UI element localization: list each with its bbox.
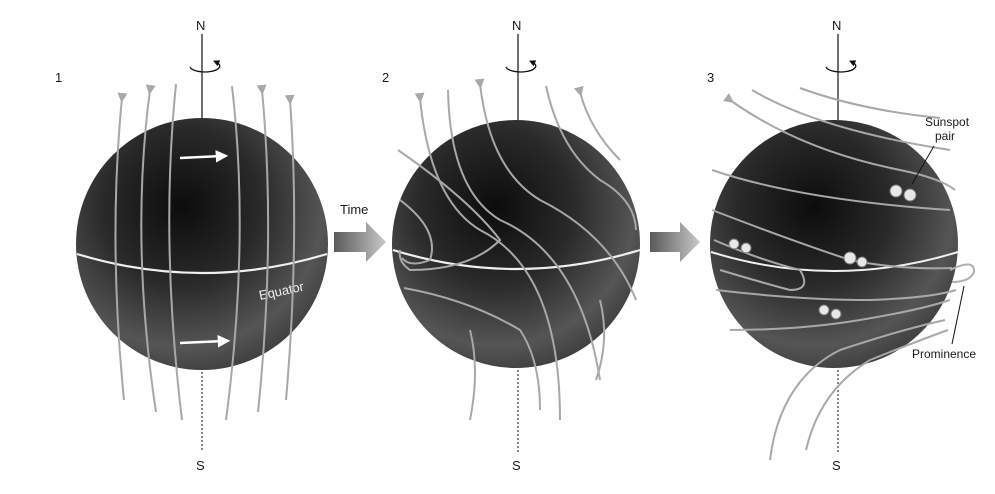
panel-2-sun-sphere: [392, 120, 640, 368]
prominence-leader-line: [952, 286, 964, 344]
time-label: Time: [340, 202, 368, 217]
prominence-label: Prominence: [912, 347, 976, 361]
panel-3-north-label: N: [832, 18, 841, 33]
sunspot-pair-label-line2: pair: [935, 129, 955, 143]
panel-2-number: 2: [382, 70, 389, 85]
panel-2-rotation-arrow: [506, 62, 536, 72]
sunspot-pair-label-line1: Sunspot: [925, 115, 970, 129]
time-arrow-2: [650, 222, 700, 262]
panel-1-rotation-arrow: [190, 62, 220, 72]
time-arrow: Time: [334, 202, 386, 262]
time-arrow-2-shape: [650, 222, 700, 262]
panel-1-number: 1: [55, 70, 62, 85]
panel-2-south-label: S: [512, 458, 521, 473]
panel-3: 3 N S Sunspot p: [707, 18, 976, 473]
panel-2-north-label: N: [512, 18, 521, 33]
panel-2: 2 N S: [382, 18, 640, 473]
panel-3-south-label: S: [832, 458, 841, 473]
panel-1: 1 N S Equator: [55, 18, 328, 473]
panel-1-south-label: S: [196, 458, 205, 473]
time-arrow-shape: [334, 222, 386, 262]
panel-3-number: 3: [707, 70, 714, 85]
panel-1-north-label: N: [196, 18, 205, 33]
panel-3-rotation-arrow: [826, 62, 856, 72]
